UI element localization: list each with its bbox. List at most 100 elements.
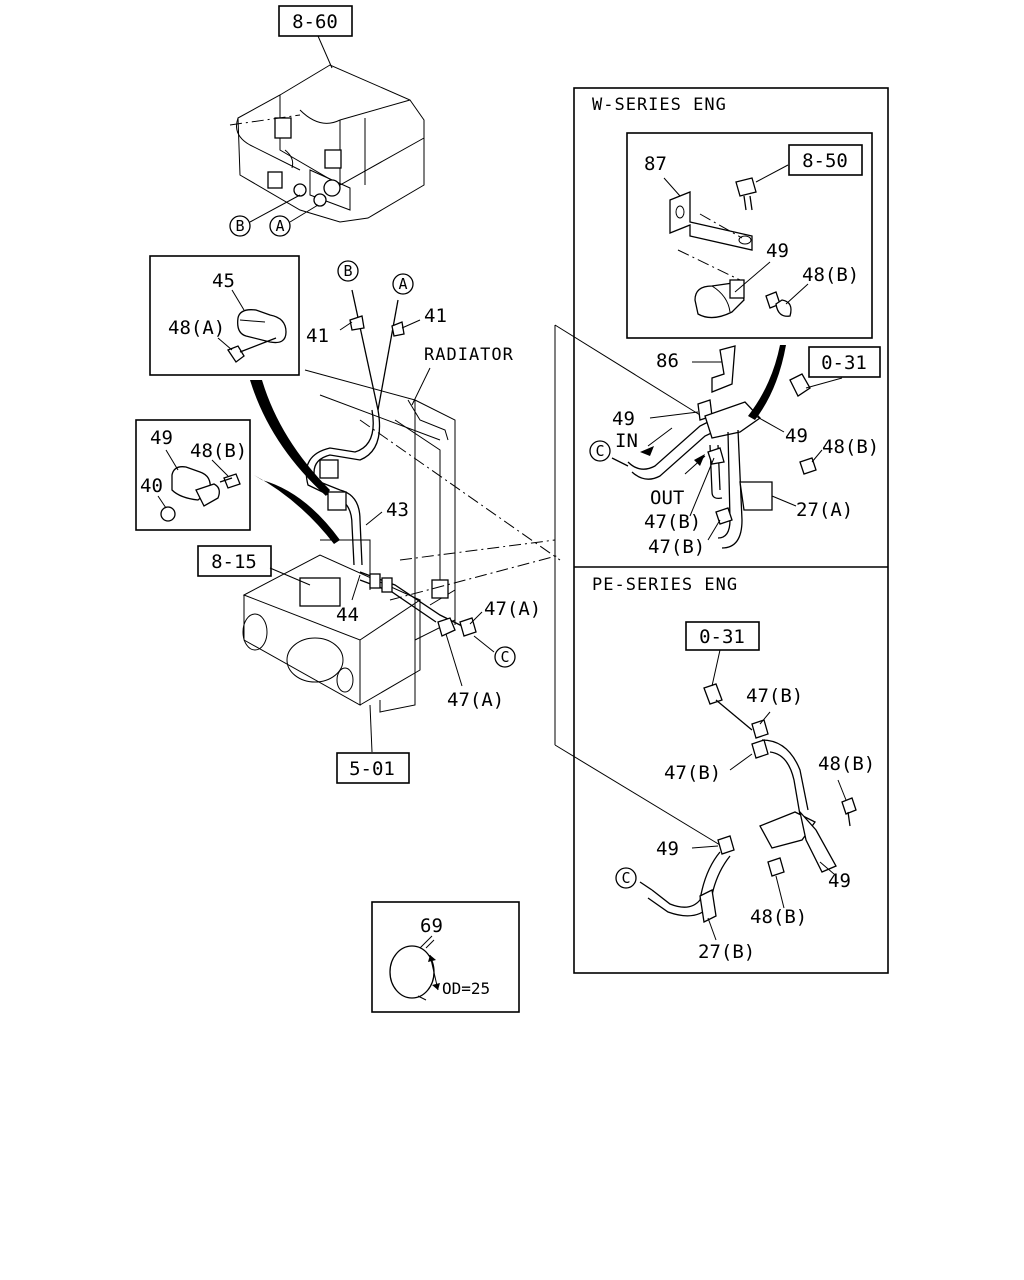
out-label: OUT — [650, 487, 684, 509]
leader-8-15 — [269, 567, 311, 586]
ref-5-01: 5-01 — [349, 758, 395, 780]
part-48b-w: 48(B) — [822, 436, 879, 458]
part-47b-w-lower: 47(B) — [648, 536, 705, 558]
part-48a: 48(A) — [168, 317, 225, 339]
part-47a-upper: 47(A) — [484, 598, 541, 620]
leader-fan-upper — [250, 380, 330, 496]
connector-a-hose-marker — [392, 273, 414, 295]
leader-to-w-panel-top — [554, 324, 701, 416]
connector-c-pe-marker — [615, 867, 637, 889]
part-48b-inset: 48(B) — [802, 264, 859, 286]
clamp-49-inset-illustration — [694, 279, 745, 319]
detail-box-clip-49 — [135, 419, 251, 531]
leader-49-inset — [734, 261, 771, 293]
leader-44 — [351, 574, 361, 601]
part-49-pe-right: 49 — [828, 870, 851, 892]
part-27b: 27(B) — [698, 941, 755, 963]
part-45: 45 — [212, 270, 235, 292]
part-48b-pe-upper: 48(B) — [818, 753, 875, 775]
ref-box-8-60 — [278, 5, 353, 37]
ref-8-50: 8-50 — [802, 150, 848, 172]
leader-48b-w — [811, 449, 823, 463]
w-series-hose-illustration — [611, 345, 817, 549]
connector-c-main-marker — [494, 646, 516, 668]
ref-box-5-01 — [336, 752, 410, 784]
part-44: 44 — [336, 604, 359, 626]
leader-27b — [707, 917, 717, 941]
leader-47b-w-lower — [707, 519, 721, 541]
part-49-w-right: 49 — [785, 425, 808, 447]
connector-c-w-marker — [589, 440, 611, 462]
leader-b-top — [249, 194, 301, 223]
connector-b-top-marker — [229, 215, 251, 237]
in-label: IN — [615, 430, 638, 452]
pe-series-hose-illustration — [639, 683, 857, 923]
connector-c-main: C — [500, 648, 509, 666]
leader-48b-inset — [785, 283, 809, 305]
ref-0-31-w: 0-31 — [821, 352, 867, 374]
leader-49-pe-right — [819, 861, 835, 875]
connector-a-hose: A — [398, 275, 407, 293]
connector-b-hose-marker — [337, 260, 359, 282]
leader-8-60 — [317, 35, 333, 69]
leader-48b-pe-lower — [775, 875, 785, 909]
connector-b-hose: B — [343, 262, 352, 280]
leader-fan-lower — [254, 475, 340, 544]
clip-45-illustration — [227, 309, 287, 363]
leader-48b-left — [211, 459, 229, 477]
part-86: 86 — [656, 350, 679, 372]
detail-box-plug-69 — [371, 901, 520, 1013]
part-27a: 27(A) — [796, 499, 853, 521]
leader-47b-pe-upper — [759, 711, 771, 725]
part-48b-left: 48(B) — [190, 440, 247, 462]
leader-49-pe-left — [691, 845, 719, 849]
od-label: OD=25 — [442, 979, 490, 998]
leader-49-left — [165, 449, 179, 471]
ref-box-8-15 — [197, 545, 272, 577]
part-49-pe-left: 49 — [656, 838, 679, 860]
leader-0-31-w — [805, 377, 843, 389]
part-40: 40 — [140, 475, 163, 497]
bolt-48b-inset-illustration — [765, 291, 792, 317]
ref-0-31-pe: 0-31 — [699, 626, 745, 648]
leader-c-main — [473, 635, 495, 653]
leader-40 — [157, 495, 167, 509]
leader-47a-up — [469, 611, 483, 625]
leader-41-left — [339, 321, 353, 331]
part-49-left: 49 — [150, 427, 173, 449]
part-47b-pe-upper: 47(B) — [746, 685, 803, 707]
leader-45 — [231, 289, 245, 311]
main-assembly-illustration — [242, 289, 561, 713]
connector-c-pe: C — [621, 869, 630, 887]
ref-box-8-50 — [788, 144, 863, 176]
part-48b-pe-lower: 48(B) — [750, 906, 807, 928]
part-47b-pe-lower: 47(B) — [664, 762, 721, 784]
leader-49-w-right — [751, 413, 785, 433]
pe-series-title: PE-SERIES ENG — [592, 575, 738, 595]
part-47b-w-upper: 47(B) — [644, 511, 701, 533]
leader-48b-pe-upper — [837, 779, 847, 801]
plug-69-illustration — [389, 935, 440, 1001]
leader-to-pe-panel — [554, 744, 726, 849]
leader-fan-w-panel — [748, 345, 786, 420]
bracket-87-illustration — [669, 191, 753, 281]
connector-a-top-marker — [269, 215, 291, 237]
leader-43 — [365, 511, 383, 526]
part-47a-lower: 47(A) — [447, 689, 504, 711]
w-series-inset-box — [626, 132, 873, 339]
ref-box-0-31-pe — [685, 621, 760, 651]
leader-a-top — [289, 204, 319, 223]
leader-5-01 — [369, 704, 373, 753]
heater-unit-illustration — [229, 64, 425, 223]
leader-47a-down — [445, 633, 463, 687]
leader-0-31-pe — [711, 649, 721, 687]
ref-8-60: 8-60 — [292, 11, 338, 33]
part-69: 69 — [420, 915, 443, 937]
bolt-8-50-illustration — [735, 177, 757, 211]
radiator-label: RADIATOR — [424, 345, 514, 365]
part-87: 87 — [644, 153, 667, 175]
leader-48a — [217, 337, 233, 351]
ref-8-15: 8-15 — [211, 551, 257, 573]
clip-49-illustration — [160, 466, 241, 522]
